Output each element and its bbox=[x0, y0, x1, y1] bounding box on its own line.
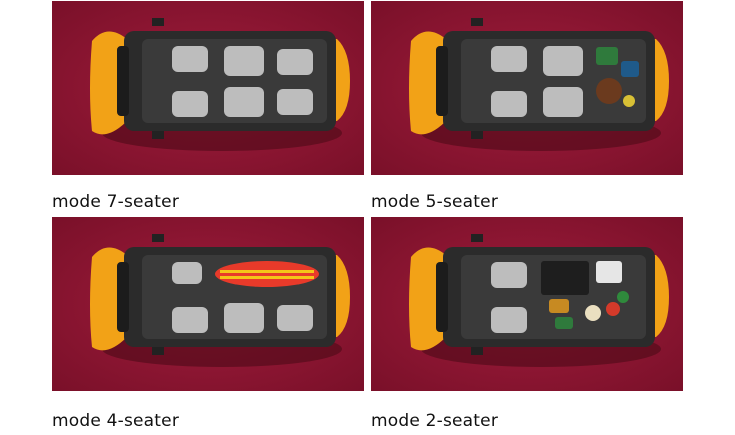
caption-4-seater: mode 4-seater bbox=[52, 411, 180, 431]
caption-7-seater: mode 7-seater bbox=[52, 192, 180, 212]
surfboard bbox=[215, 261, 319, 287]
car bbox=[409, 234, 669, 355]
caption-5-seater: mode 5-seater bbox=[371, 192, 499, 212]
car bbox=[90, 18, 350, 139]
car bbox=[409, 18, 669, 139]
car bbox=[90, 234, 350, 355]
car-photo-7-seater bbox=[52, 1, 364, 175]
car-photo-4-seater bbox=[52, 217, 364, 391]
luggage bbox=[596, 47, 639, 107]
caption-2-seater: mode 2-seater bbox=[371, 411, 499, 431]
cargo-boxes bbox=[541, 261, 629, 329]
car-photo-2-seater bbox=[371, 217, 683, 391]
car-photo-5-seater bbox=[371, 1, 683, 175]
